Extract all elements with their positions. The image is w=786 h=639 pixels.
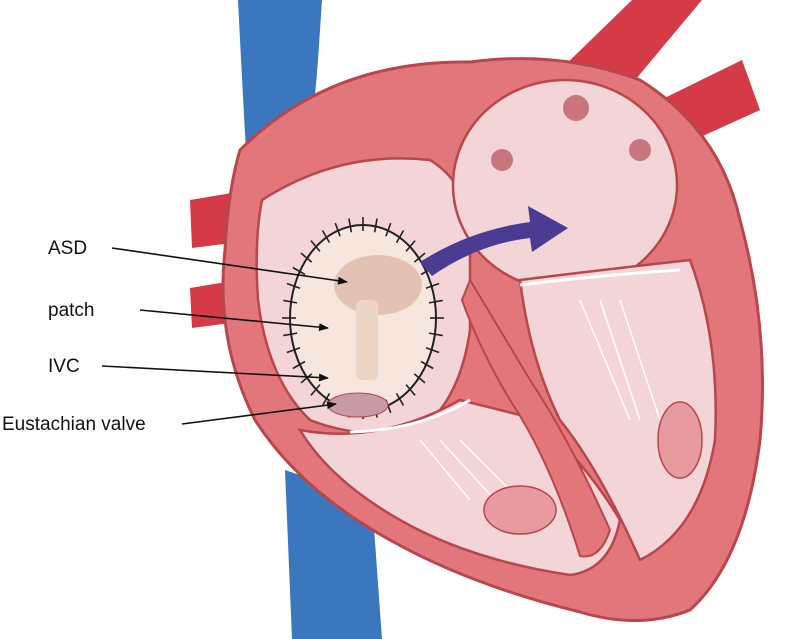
flow-arrow-icon [420,206,568,276]
stitch-mark [321,392,331,406]
left-ventricle-chamber [518,258,717,562]
stitch-mark [413,373,426,384]
stitch-mark [292,360,306,370]
stitch-mark [413,252,426,263]
pointer-arrow-icon [101,365,329,382]
chordae-left [579,299,661,421]
pointer-arrow-icon [181,401,337,425]
asd-stem [356,300,378,380]
stitch-mark [420,360,434,370]
label-ivc: IVC [48,356,80,377]
tricuspid-valve [349,398,471,434]
label-patch: patch [48,300,94,321]
label-eustachian-valve: Eustachian valve [2,414,146,435]
stitch-mark [395,230,405,244]
stitch-mark [385,222,392,237]
stitch-mark [405,384,416,396]
stitch-mark [425,347,440,354]
stitch-mark [286,347,301,354]
stitch-mark [321,230,331,244]
pulmonary-vein-opening-2 [491,149,513,171]
stitch-mark [395,392,405,406]
stitch-mark [334,222,341,237]
papillary-muscle-right [483,485,557,535]
label-asd: ASD [48,238,87,259]
stitch-mark [428,332,443,337]
papillary-muscle-left [657,401,703,479]
eustachian-valve-shape [327,392,389,418]
stitch-mark [283,332,298,337]
pointer-arrow-icon [111,247,348,285]
stitch-mark [428,299,443,304]
pulmonary-vein-opening-3 [629,139,651,161]
stitch-mark [292,266,306,276]
stitch-mark [348,218,353,233]
stitch-mark [310,384,321,396]
mitral-valve [519,268,681,287]
interventricular-septum [460,277,612,558]
stitch-mark [300,373,313,384]
pointer-arrow-icon [139,309,329,332]
asd-defect [334,255,422,315]
stitch-mark [286,282,301,289]
pulmonary-vein-opening-1 [563,95,589,121]
stitch-mark [405,240,416,252]
stitch-mark [300,252,313,263]
stitch-mark [373,218,378,233]
stitch-mark [310,240,321,252]
stitch-mark [283,299,298,304]
stitch-mark [425,282,440,289]
